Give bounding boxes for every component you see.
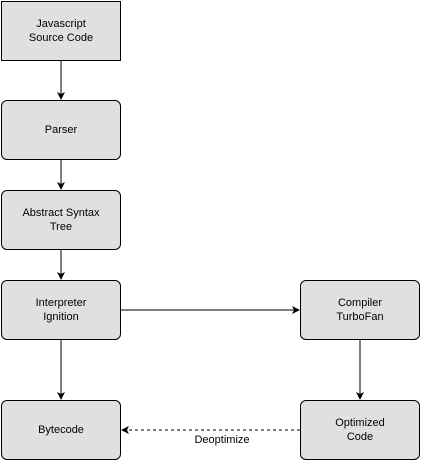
node-compiler-turbofan: Compiler TurboFan — [300, 280, 420, 340]
node-parser: Parser — [1, 100, 121, 160]
node-bytecode: Bytecode — [1, 400, 121, 460]
node-interpreter-ignition: Interpreter Ignition — [1, 280, 121, 340]
node-javascript-source-code: Javascript Source Code — [1, 1, 121, 61]
node-optimized-code: Optimized Code — [300, 400, 420, 460]
node-abstract-syntax-tree: Abstract Syntax Tree — [1, 190, 121, 250]
edge-label-deoptimize: Deoptimize — [186, 434, 258, 447]
